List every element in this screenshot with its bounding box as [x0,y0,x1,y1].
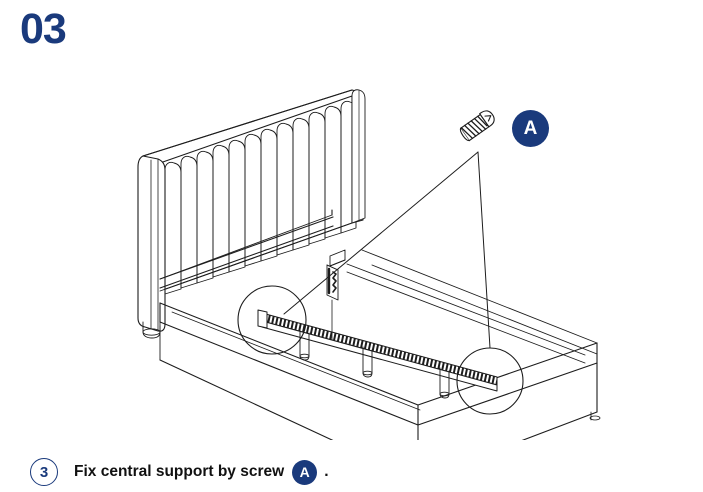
leader-lines [283,151,491,349]
headboard-channels [164,100,357,295]
screw-icon [459,110,495,142]
highlight-circle-left [237,285,307,355]
caption-text: Fix central support by screw [74,463,285,480]
central-support-beam [257,309,498,399]
step-number: 03 [20,5,67,53]
bed-base-frame [159,209,601,440]
caption-step-number: 3 [30,458,58,486]
caption-part-badge-a: A [292,459,318,485]
support-bracket [326,264,339,341]
part-badge-a: A [512,110,549,147]
leader-line-left [283,151,479,315]
assembly-illustration [137,89,601,440]
headboard [137,89,366,339]
caption-period: . [324,463,329,480]
support-legs [299,329,450,399]
leader-line-right [477,151,491,349]
caption: 3 Fix central support by screw A . [30,452,329,492]
